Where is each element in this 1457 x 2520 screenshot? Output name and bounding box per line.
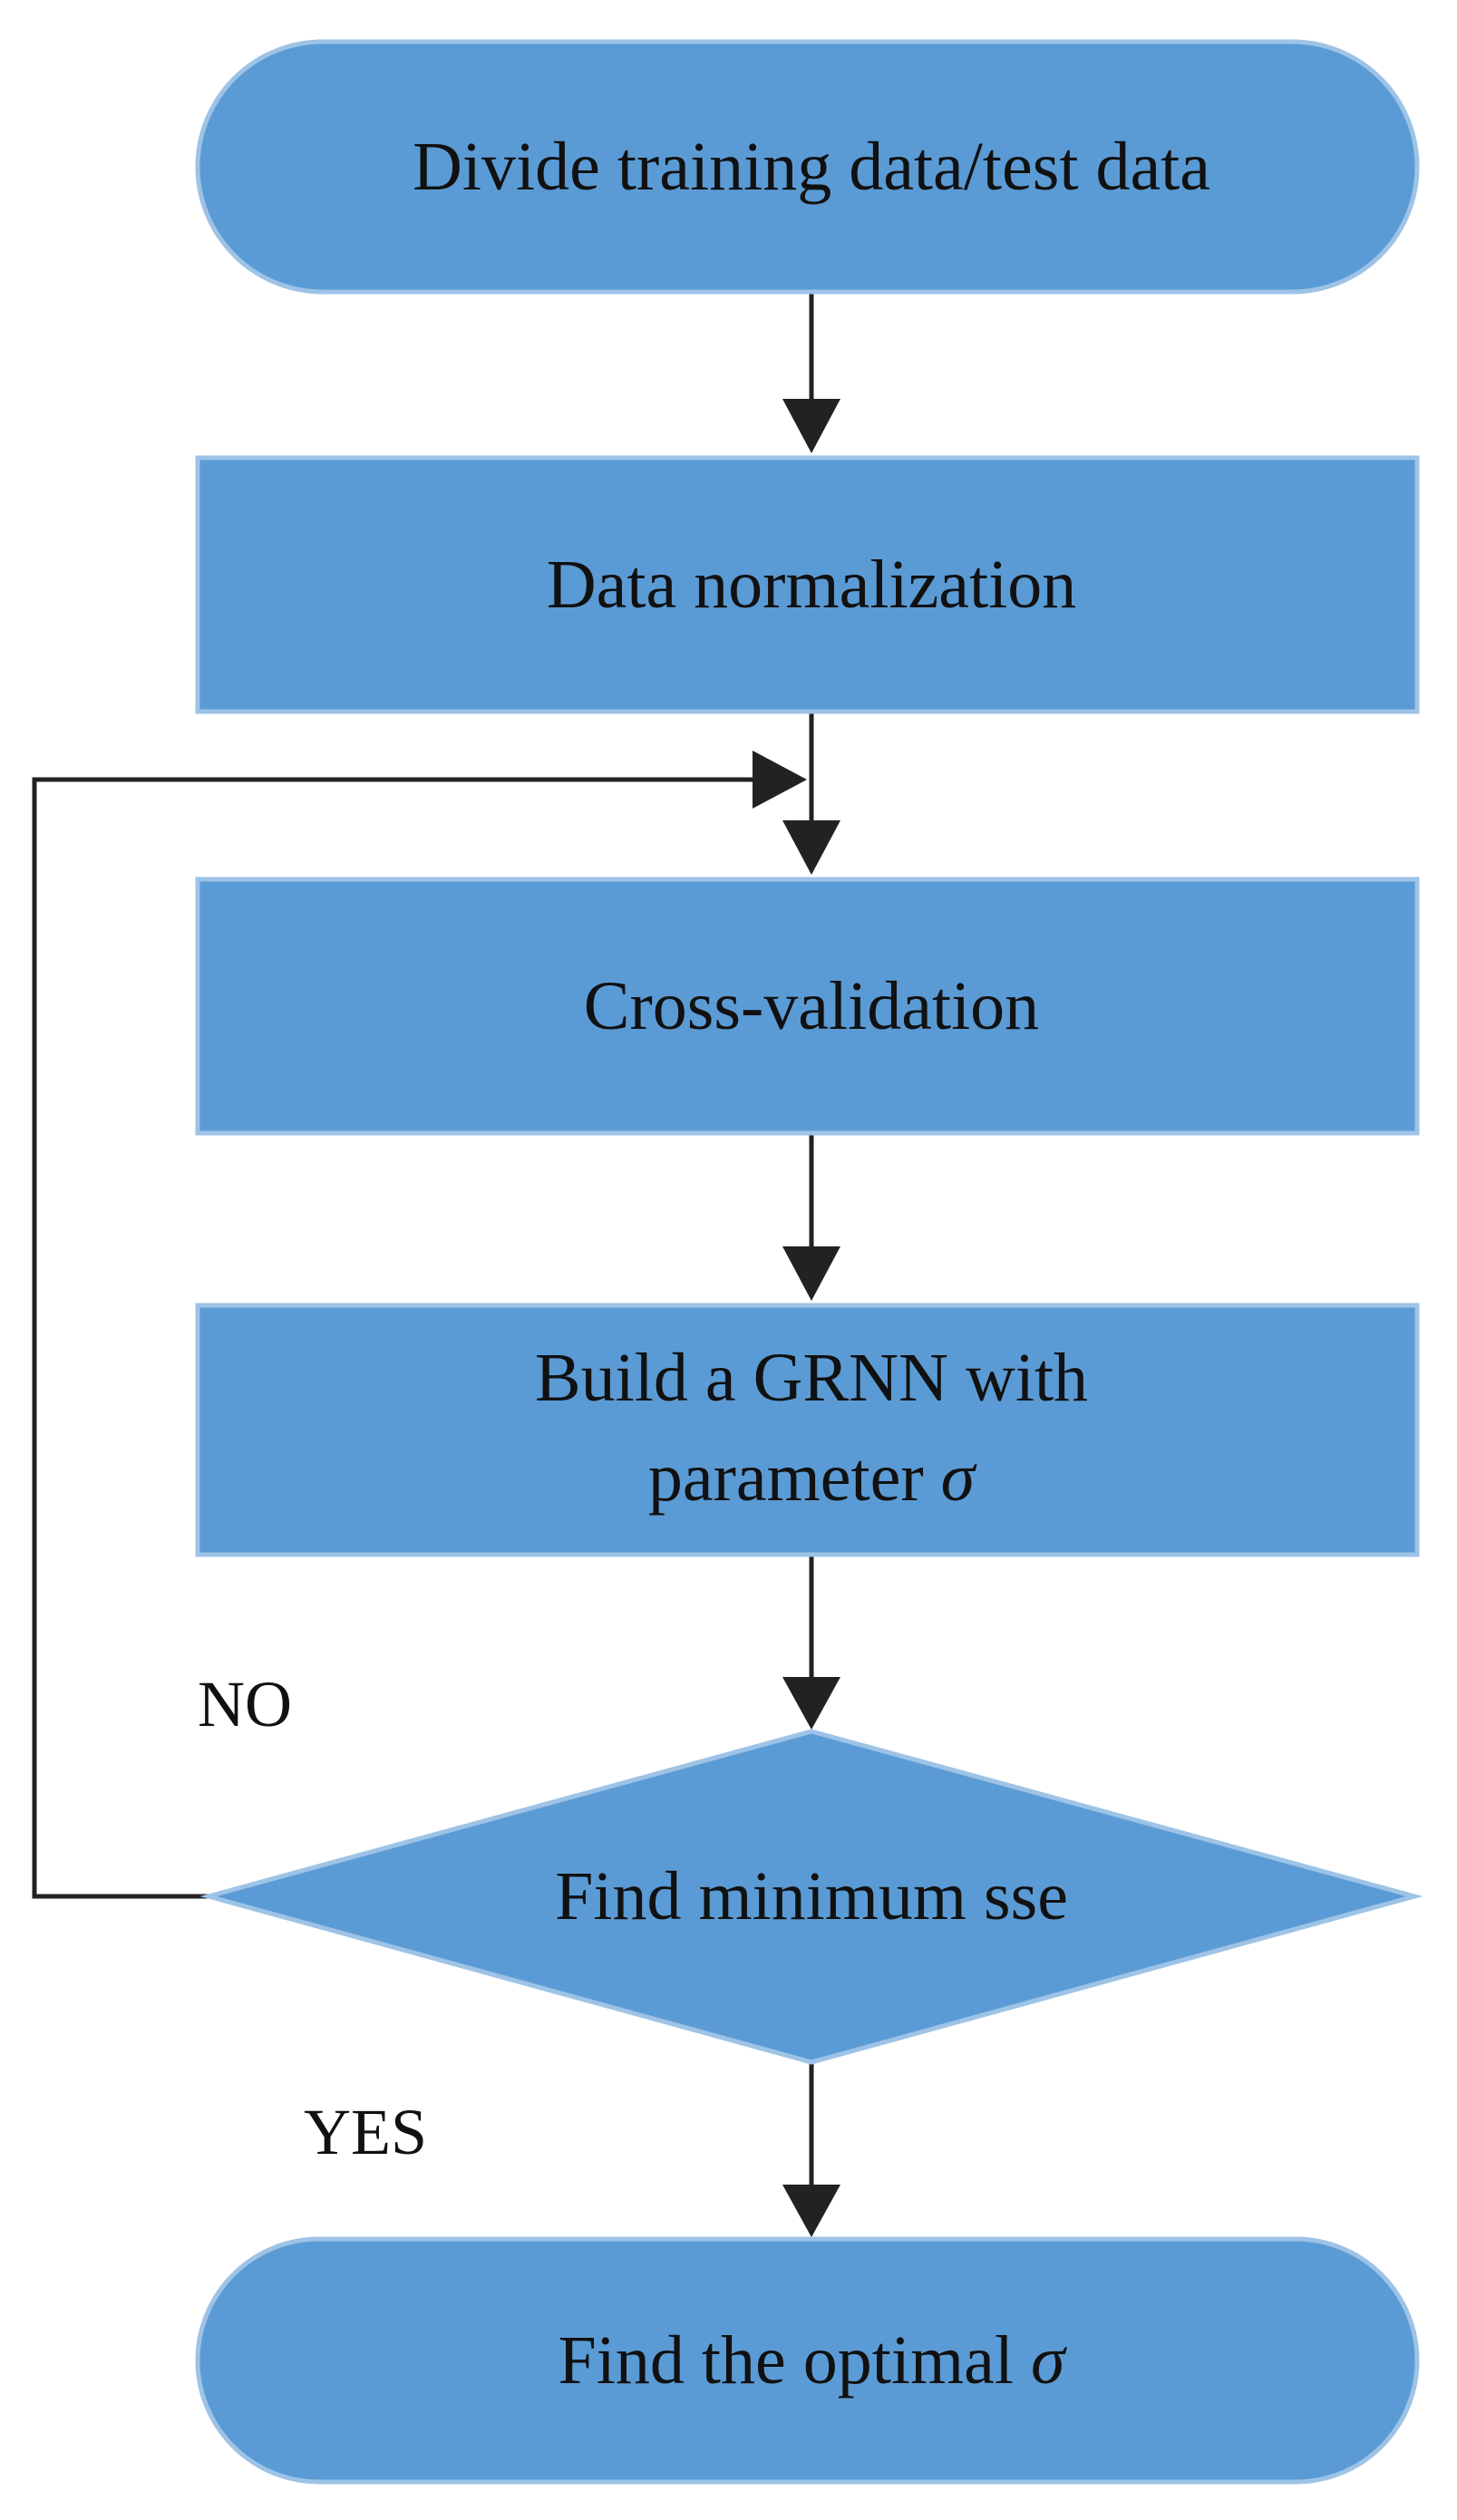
edges: [32, 292, 840, 2237]
arrowhead-start-to-normalize: [782, 399, 840, 453]
nodes: Divide training data/test data Data norm…: [195, 39, 1423, 2485]
decision-diamond: [199, 1729, 1423, 2065]
arrowhead-decision-to-end: [782, 2185, 840, 2237]
start-terminal: [195, 39, 1420, 295]
arrowhead-normalize-to-cross-validation: [782, 820, 840, 875]
sigma-symbol: σ: [941, 1439, 977, 1516]
yes-label: YES: [304, 2096, 427, 2168]
no-label: NO: [198, 1668, 292, 1740]
build-label-line2: parameter σ: [648, 1439, 977, 1516]
arrowhead-no-loop: [753, 751, 807, 809]
decision-label: Find minimum sse: [555, 1858, 1068, 1934]
cross-validation-process: [195, 877, 1420, 1136]
build-label-line1: Build a GRNN with: [535, 1340, 1088, 1416]
build-grnn-process: [195, 1303, 1420, 1557]
end-label: Find the optimal σ: [559, 2322, 1067, 2399]
start-label: Divide training data/test data: [413, 129, 1210, 205]
sigma-symbol: σ: [1031, 2322, 1067, 2399]
cross-validation-label: Cross-validation: [584, 968, 1039, 1044]
arrowhead-cross-validation-to-build: [782, 1246, 840, 1301]
end-terminal: [195, 2236, 1420, 2485]
normalize-label: Data normalization: [547, 547, 1077, 623]
edge-no-loop: [32, 777, 753, 1899]
normalize-process: [195, 455, 1420, 714]
end-label-text: Find the optimal: [559, 2322, 1031, 2399]
build-label-line2-text: parameter: [648, 1439, 941, 1516]
arrowhead-build-to-decision: [782, 1677, 840, 1730]
